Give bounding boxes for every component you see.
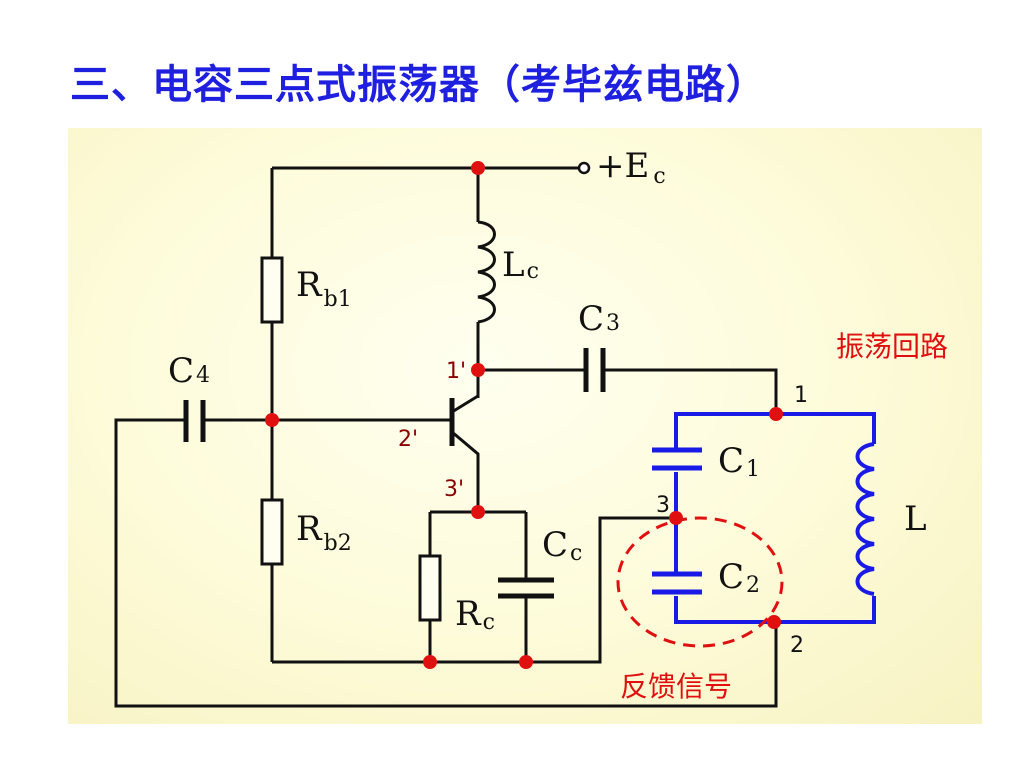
resistors [260,256,442,622]
supply-terminal [577,161,591,175]
inductor-lc [477,220,496,324]
node-dot-3p [471,505,485,519]
c1-label: C1 [718,441,760,482]
capacitor-plates [183,348,606,599]
c3-label: C3 [578,299,620,339]
capacitor-c1 [652,447,702,471]
node-dot-1 [769,407,783,421]
lc-label: Lc [502,245,539,285]
resistor-rc [418,554,442,622]
rc-label: Rc [455,594,495,635]
resistor-rb2 [260,498,284,566]
node-label-1p: 1' [446,359,466,384]
rb2-label: Rb2 [296,509,352,556]
slide-title: 三、电容三点式振荡器（考毕兹电路） [70,62,767,108]
node-label-3: 3 [656,493,670,518]
node-dots [265,161,783,669]
rb1-label: Rb1 [296,265,352,312]
capacitor-cc [498,577,554,599]
node-dot-base [265,413,279,427]
inductor-l [855,442,875,596]
node-label-1: 1 [794,383,808,408]
node-label-2: 2 [790,633,804,658]
node-dot-2 [767,615,781,629]
capacitor-c2 [652,571,702,595]
resistor-rb1 [260,256,284,324]
capacitor-c3 [583,348,606,392]
node-dot-supply [471,161,485,175]
transistor-legs [451,394,480,512]
node-dot-ground-cc [519,655,533,669]
feedback-signal-label: 反馈信号 [620,670,732,703]
c4-label: C4 [168,351,210,391]
emitter-network-wire [428,510,528,662]
c3-wire [478,368,778,412]
node-label-2p: 2' [398,427,418,452]
cc-label: Cc [542,525,582,566]
node-dot-ground-rc [423,655,437,669]
node-dot-1p [471,363,485,377]
feedback-loop-wire [114,418,778,708]
node-label-3p: 3' [444,477,464,502]
tank-circuit-label: 振荡回路 [836,330,948,363]
c2-label: C2 [718,557,760,598]
node-dot-3 [669,511,683,525]
capacitor-c4 [183,400,206,442]
feedback-highlight-circle [616,516,784,648]
l-label: L [904,499,927,539]
